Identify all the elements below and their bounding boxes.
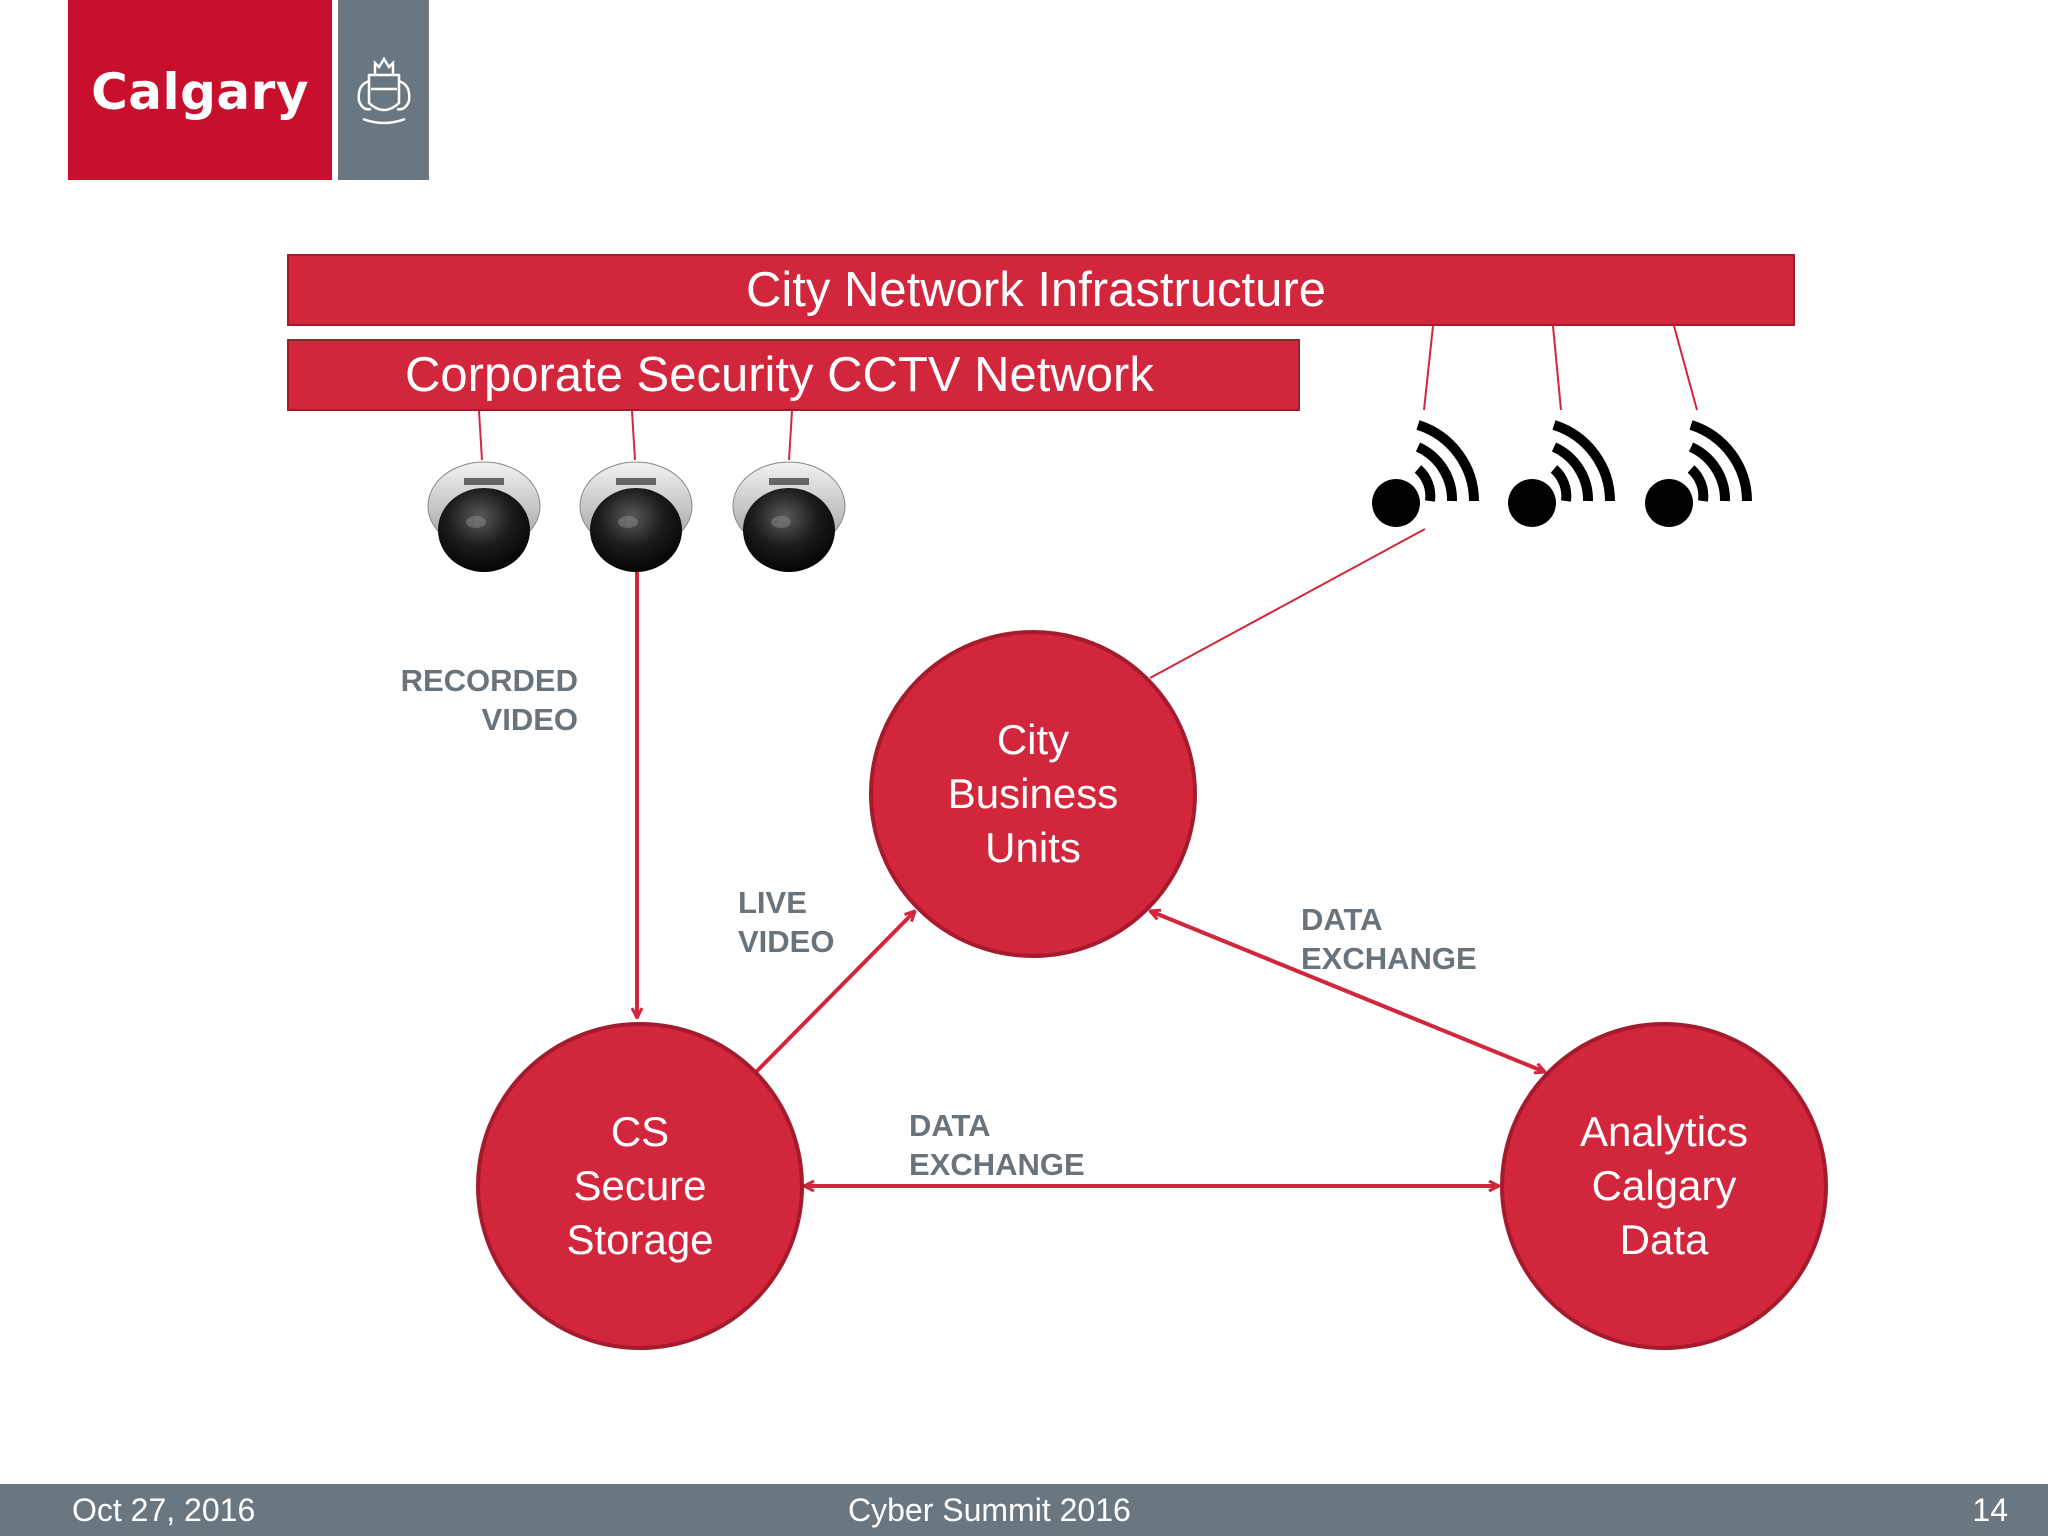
data-exchange-lower-label: DATA EXCHANGE [909, 1108, 1085, 1182]
footer-event: Cyber Summit 2016 [848, 1492, 1131, 1528]
wireless-sensor-icon [1645, 420, 1752, 527]
live-video-label: LIVE VIDEO [738, 885, 835, 959]
cctv-connector-1 [478, 410, 483, 461]
footer-page-number: 14 [1972, 1492, 2008, 1528]
sensor-to-business-units-line [1149, 528, 1426, 679]
city-business-units-node [869, 630, 1197, 958]
cctv-connector-2 [631, 410, 636, 461]
city-business-units-label: City Business Units [947, 716, 1119, 871]
recorded-video-label: RECORDED VIDEO [400, 663, 578, 737]
sensor-connector-3 [1673, 325, 1698, 411]
security-camera-icon [579, 461, 693, 572]
sensor-connector-2 [1552, 325, 1562, 411]
footer-date: Oct 27, 2016 [72, 1492, 256, 1528]
cctv-network-label: Corporate Security CCTV Network [405, 348, 1154, 402]
wireless-sensor-icon [1372, 420, 1479, 527]
logo-text: Calgary [91, 63, 309, 121]
cctv-connector-3 [788, 410, 793, 461]
analytics-calgary-data-node [1500, 1022, 1828, 1350]
city-network-label: City Network Infrastructure [746, 263, 1326, 317]
cs-secure-storage-label: CS Secure Storage [566, 1108, 714, 1263]
security-camera-icon [732, 461, 846, 572]
cctv-network-bar: Corporate Security CCTV Network [287, 339, 1300, 411]
city-network-bar: City Network Infrastructure [287, 254, 1795, 326]
diagram-canvas [427, 325, 1828, 1350]
analytics-calgary-data-label: Analytics Calgary Data [1579, 1108, 1749, 1263]
data-exchange-upper-arrow [1150, 911, 1545, 1072]
coat-of-arms-logo [338, 0, 429, 180]
footer-bar: Oct 27, 2016 Cyber Summit 2016 14 [0, 1484, 2048, 1536]
live-video-arrow [754, 911, 915, 1074]
coat-of-arms-icon [356, 56, 411, 125]
cs-secure-storage-node [476, 1022, 804, 1350]
sensor-connector-1 [1423, 325, 1434, 411]
security-camera-icon [427, 461, 541, 572]
wireless-sensor-icon [1508, 420, 1615, 527]
calgary-logo: Calgary [68, 0, 332, 180]
data-exchange-upper-label: DATA EXCHANGE [1301, 902, 1477, 976]
